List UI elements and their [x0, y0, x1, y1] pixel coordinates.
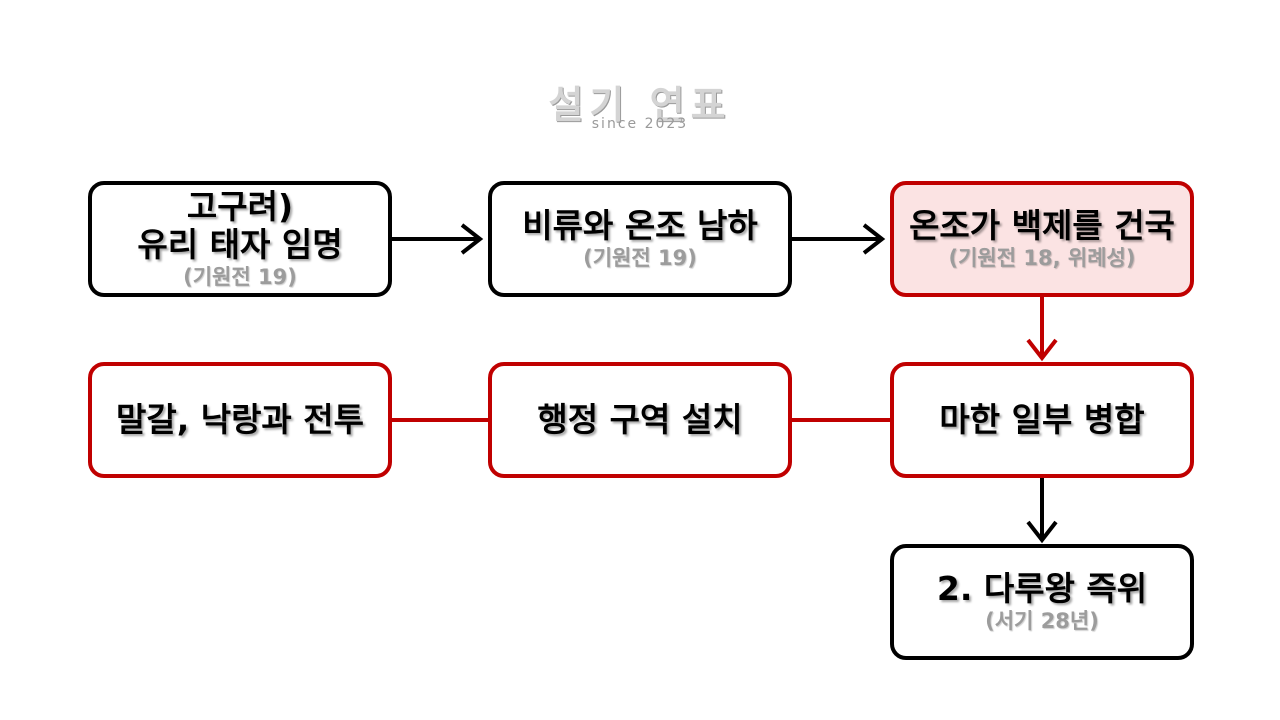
- node-label-line-1: 고구려): [186, 187, 294, 226]
- node-label: 2. 다루왕 즉위: [936, 569, 1148, 608]
- node-label: 마한 일부 병합: [939, 400, 1145, 439]
- node-daru-king: 2. 다루왕 즉위 (서기 28년): [890, 544, 1194, 660]
- arrow-n2-n3: [792, 223, 886, 255]
- node-biryu-onjo-south: 비류와 온조 남하 (기원전 19): [488, 181, 792, 297]
- node-malgal-nangnang-battle: 말갈, 낙랑과 전투: [88, 362, 392, 478]
- node-baekje-founded: 온조가 백제를 건국 (기원전 18, 위례성): [890, 181, 1194, 297]
- node-label: 행정 구역 설치: [537, 400, 743, 439]
- node-admin-districts: 행정 구역 설치: [488, 362, 792, 478]
- node-date: (기원전 19): [583, 246, 697, 270]
- arrow-n4-n7: [1026, 478, 1058, 544]
- page-subtitle: since 2023: [591, 116, 689, 132]
- arrow-n3-n4: [1026, 297, 1058, 362]
- page-title: 설기 연표: [548, 83, 732, 127]
- node-label: 말갈, 낙랑과 전투: [115, 400, 365, 439]
- node-date: (기원전 18, 위례성): [948, 246, 1136, 270]
- node-label: 비류와 온조 남하: [522, 206, 758, 245]
- arrow-n1-n2: [392, 223, 484, 255]
- node-label-line-2: 유리 태자 임명: [137, 225, 343, 264]
- node-date: (서기 28년): [985, 609, 1099, 633]
- node-date: (기원전 19): [183, 265, 297, 289]
- node-yuri-crown-prince: 고구려) 유리 태자 임명 (기원전 19): [88, 181, 392, 297]
- node-label: 온조가 백제를 건국: [909, 206, 1175, 245]
- node-mahan-annex: 마한 일부 병합: [890, 362, 1194, 478]
